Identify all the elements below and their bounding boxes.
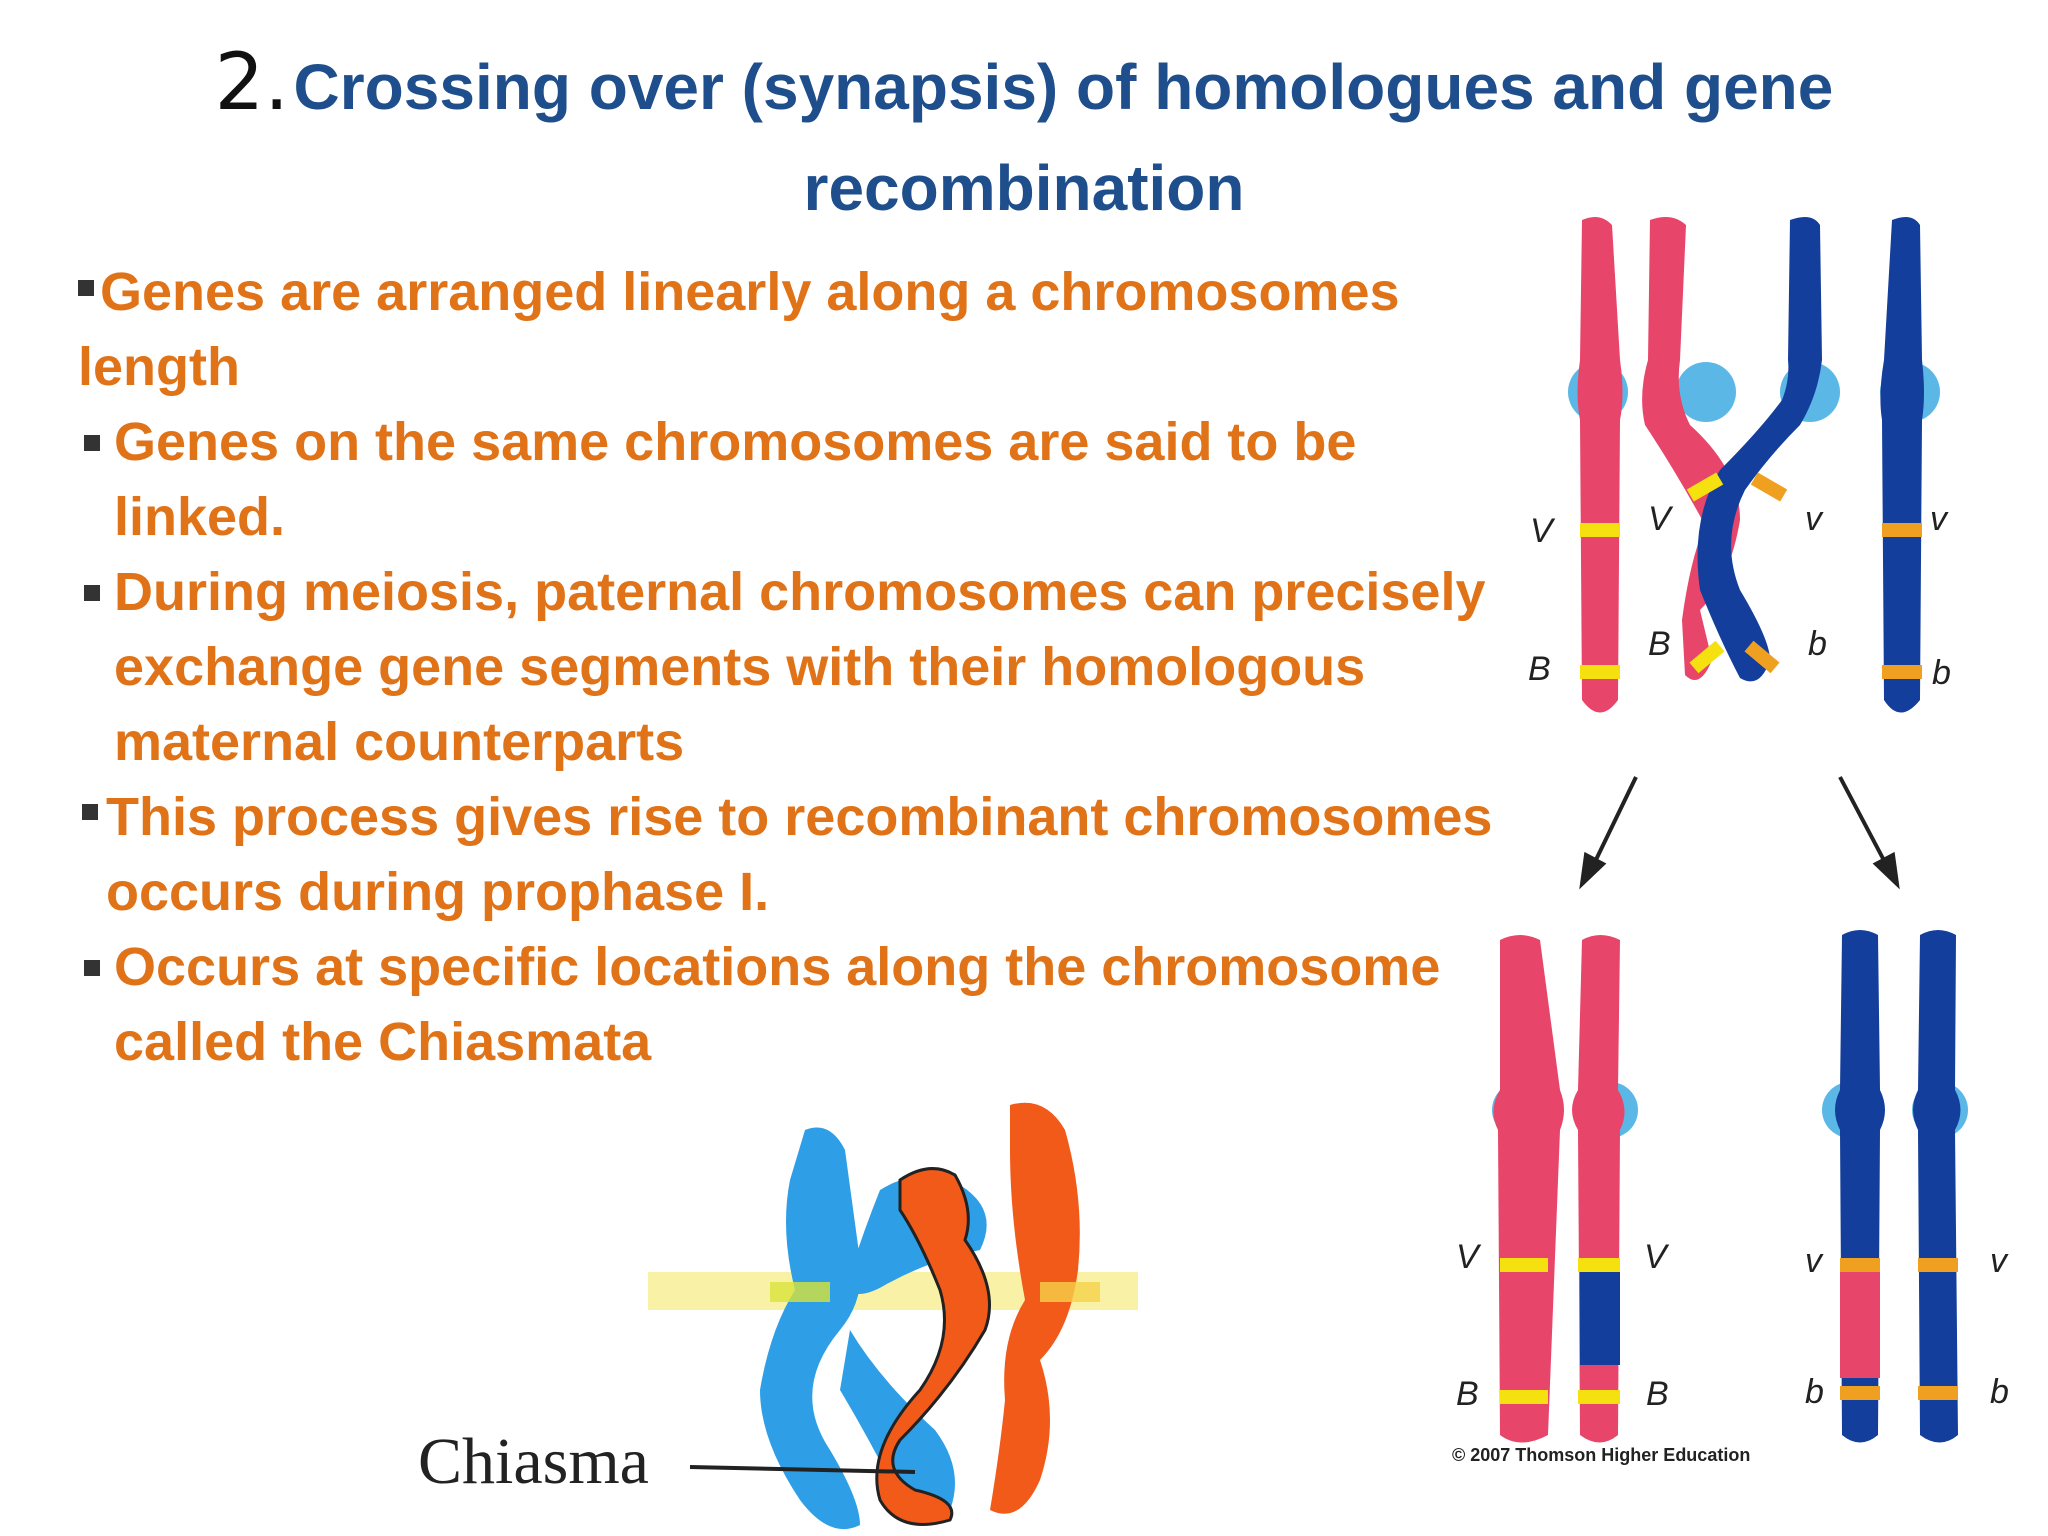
gene-band (1040, 1282, 1100, 1302)
allele-label: v (1805, 500, 1824, 538)
gene-band (1686, 472, 1724, 502)
slide-title: 2. Crossing over (synapsis) of homologue… (0, 28, 2048, 238)
allele-label: b (1805, 1373, 1824, 1411)
bullet-item: During meiosis, paternal chromosomes can… (78, 555, 1498, 780)
chiasma-label: Chiasma (418, 1425, 649, 1498)
arrow-right-icon (1838, 776, 1890, 869)
blue-chromatid (1880, 216, 1924, 713)
centromere (1676, 362, 1736, 422)
gene-band (1500, 1390, 1548, 1404)
allele-label: v (1805, 1242, 1824, 1280)
allele-label: v (1930, 500, 1949, 538)
allele-label: V (1456, 1238, 1482, 1276)
arrows (1579, 776, 1900, 890)
bullet-text: linked. (114, 487, 286, 547)
bullet-square-icon (78, 279, 94, 296)
recombinant-blue-chromosome (1822, 930, 1968, 1443)
allele-label: B (1646, 1375, 1669, 1413)
chiasma-pointer-line (689, 1465, 916, 1474)
bullet-text: exchange gene segments with their homolo… (114, 637, 1366, 697)
chiasma-illustration (648, 1102, 1138, 1530)
bullet-square-icon (84, 585, 100, 601)
arrow-head-icon (1872, 851, 1900, 890)
allele-label: b (1808, 625, 1827, 663)
title-line-1: Crossing over (synapsis) of homologues a… (293, 51, 1834, 123)
pink-chromatid (1493, 935, 1564, 1443)
bullet-item: Occurs at specific locations along the c… (78, 930, 1498, 1080)
blue-chromatid (1697, 216, 1822, 682)
bullet-text: occurs during prophase I. (106, 862, 770, 922)
orange-chromosome (875, 1167, 991, 1526)
bullet-square-icon (84, 960, 100, 976)
title-line-2: recombination (803, 152, 1245, 224)
bullet-text: called the Chiasmata (114, 1012, 652, 1072)
gene-band (1578, 1390, 1620, 1404)
gene-band (1580, 523, 1620, 537)
swapped-segment (1580, 1270, 1620, 1365)
allele-label: V (1644, 1238, 1670, 1276)
allele-label: B (1528, 650, 1551, 688)
bullet-list: Genes are arranged linearly along a chro… (78, 255, 1498, 1080)
gene-band (1744, 640, 1780, 674)
light-blue-chromosome (760, 1127, 861, 1530)
gene-band (1840, 1258, 1880, 1272)
allele-label: b (1932, 654, 1951, 692)
gene-band (1750, 472, 1788, 502)
bullet-text: Genes are arranged linearly along a chro… (100, 262, 1400, 322)
gene-band (1918, 1258, 1958, 1272)
gene-band (1840, 1386, 1880, 1400)
pink-chromatid (1577, 216, 1623, 713)
bullet-text: Genes on the same chromosomes are said t… (114, 412, 1357, 472)
allele-label: V (1530, 512, 1556, 550)
recombinant-pink-chromosome (1492, 935, 1638, 1443)
blue-chromatid (1913, 930, 1961, 1443)
bullet-square-icon (84, 435, 100, 451)
allele-label: b (1990, 1373, 2009, 1411)
bullet-item: This process gives rise to recombinant c… (78, 780, 1498, 930)
bullet-text: During meiosis, paternal chromosomes can… (114, 562, 1486, 622)
gene-band (1689, 640, 1725, 674)
swapped-segment (1840, 1268, 1880, 1378)
allele-label: v (1990, 1242, 2009, 1280)
bullet-text: length (78, 337, 240, 397)
arrow-head-icon (1579, 851, 1607, 890)
bullet-square-icon (82, 804, 98, 820)
gene-band (770, 1282, 830, 1302)
arrow-left-icon (1590, 776, 1638, 869)
bullet-text: Occurs at specific locations along the c… (114, 937, 1441, 997)
gene-band (1882, 665, 1922, 679)
copyright-text: © 2007 Thomson Higher Education (1452, 1445, 1751, 1465)
allele-label: B (1456, 1375, 1479, 1413)
bullet-text: This process gives rise to recombinant c… (106, 787, 1493, 847)
title-number: 2. (214, 38, 290, 128)
bullet-item: Genes on the same chromosomes are said t… (78, 405, 1498, 555)
allele-label: V (1648, 500, 1674, 538)
pink-chromatid (1572, 935, 1625, 1443)
bullet-text: maternal counterparts (114, 712, 685, 772)
gene-band (1918, 1386, 1958, 1400)
allele-label: B (1648, 625, 1671, 663)
orange-chromosome (990, 1102, 1080, 1514)
bullet-item: Genes are arranged linearly along a chro… (78, 255, 1498, 405)
gene-band (1578, 1258, 1620, 1272)
gene-band (1580, 665, 1620, 679)
gene-band (1882, 523, 1922, 537)
top-chromosome-pair (1568, 216, 1940, 713)
gene-band (1500, 1258, 1548, 1272)
